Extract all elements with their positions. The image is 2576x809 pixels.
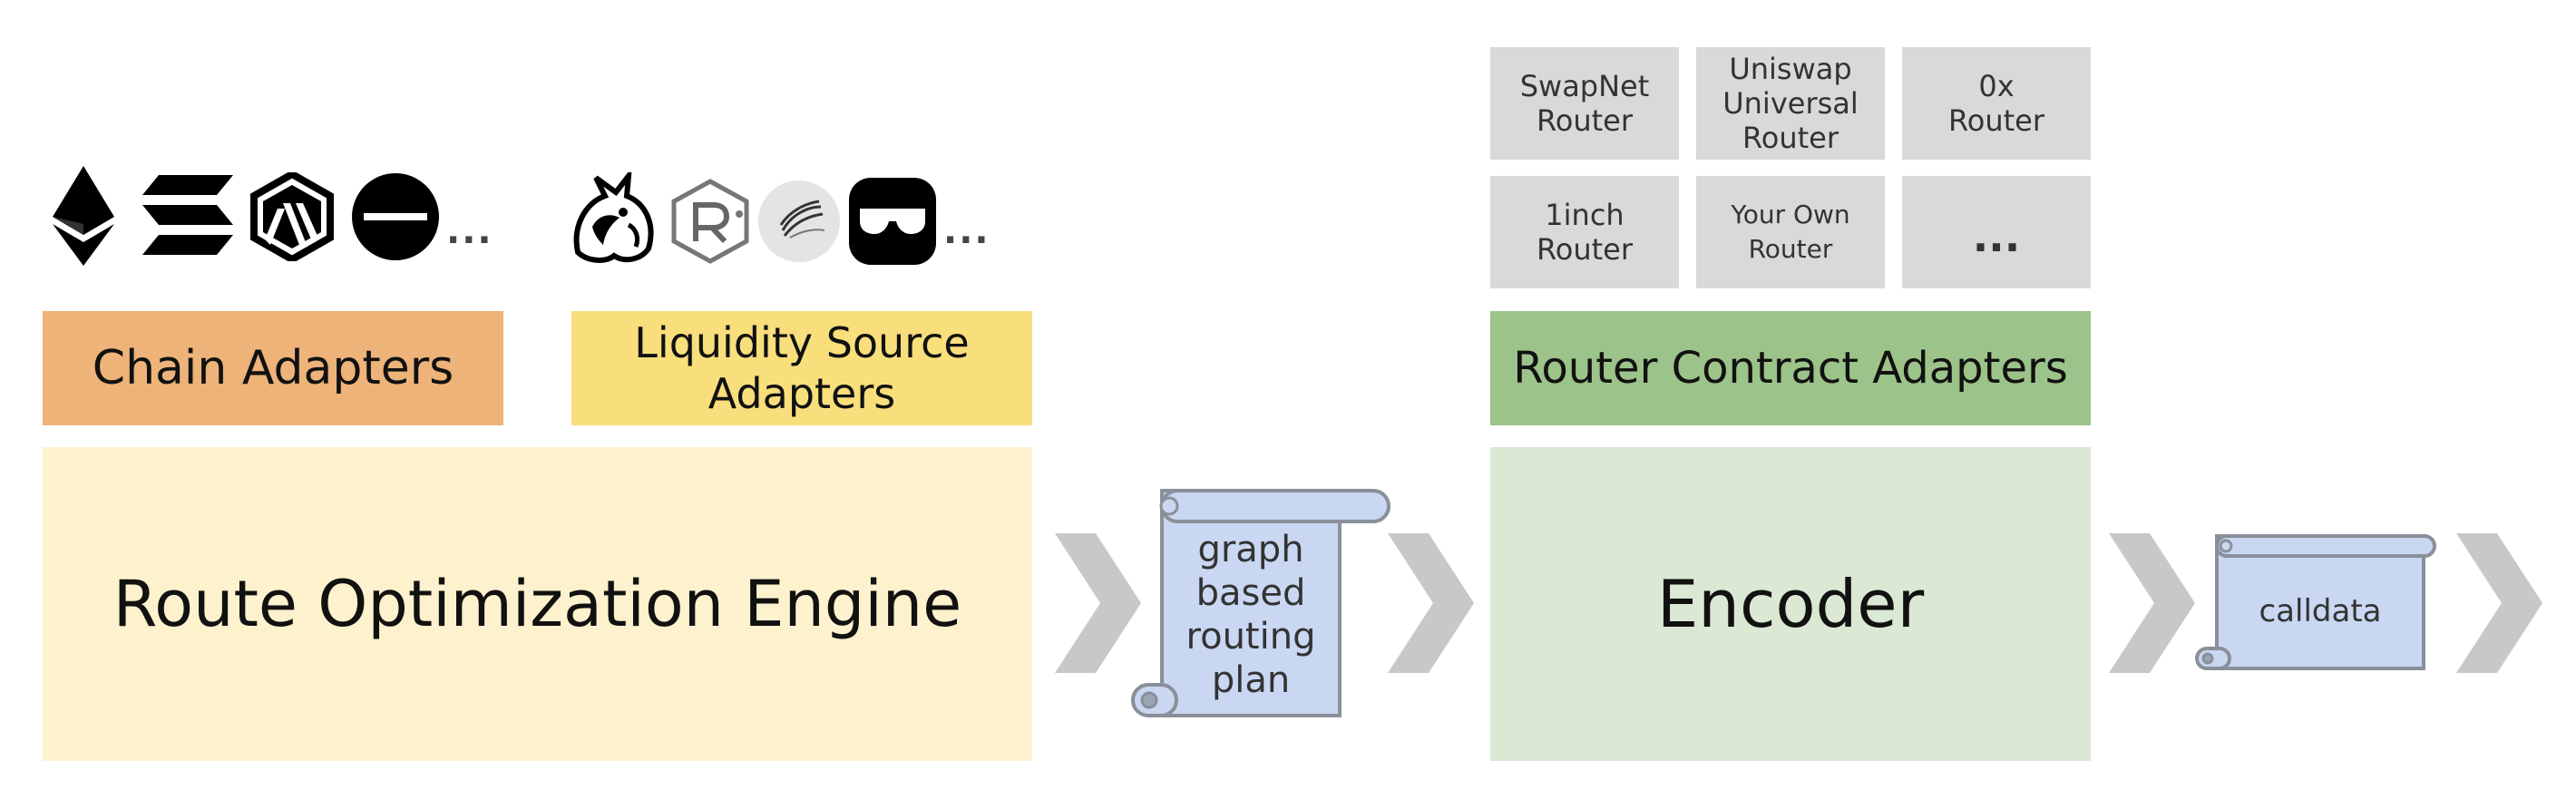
liquidity-more-ellipsis: ...	[943, 210, 990, 252]
router-your-own-line1: Your Own	[1731, 200, 1850, 229]
routing-plan-line4: plan	[1211, 658, 1291, 701]
routing-plan-line3: routing	[1186, 615, 1316, 658]
liquidity-source-adapters-box: Liquidity Source Adapters	[571, 311, 1032, 425]
router-1inch-line2: Router	[1536, 232, 1634, 267]
router-uniswap-line1: Uniswap	[1729, 52, 1852, 86]
router-more-ellipsis: ...	[1972, 212, 2021, 261]
router-uniswap-universal: Uniswap Universal Router	[1696, 47, 1885, 160]
router-uniswap-line3: Router	[1742, 121, 1839, 155]
routing-plan-scroll	[1131, 489, 1390, 717]
router-swapnet-line2: Router	[1536, 103, 1634, 138]
ethereum-icon	[53, 166, 114, 266]
arbitrum-icon	[250, 172, 334, 261]
calldata-text: calldata	[2217, 558, 2424, 665]
chevron-right-icon	[2109, 533, 2195, 673]
chevron-right-icon	[2456, 533, 2542, 673]
encoder-box: Encoder	[1490, 447, 2091, 761]
optimism-icon	[352, 173, 439, 260]
calldata-label: calldata	[2259, 593, 2382, 629]
chevron-right-icon	[1388, 533, 1474, 673]
router-0x: 0x Router	[1902, 47, 2091, 160]
raydium-icon	[671, 179, 749, 264]
encoder-label: Encoder	[1656, 566, 1925, 642]
calldata-scroll	[2195, 534, 2436, 670]
router-contract-adapters-box: Router Contract Adapters	[1490, 311, 2091, 425]
chain-adapters-label: Chain Adapters	[92, 341, 454, 395]
routing-plan-line1: graph	[1197, 528, 1304, 570]
router-0x-line2: Router	[1947, 103, 2045, 138]
router-more: ...	[1902, 176, 2091, 288]
chain-more-ellipsis: ...	[446, 210, 493, 252]
liquidity-adapters-label-line1: Liquidity Source	[634, 318, 970, 367]
curve-icon	[758, 180, 840, 262]
router-1inch-line1: 1inch	[1545, 198, 1625, 232]
router-your-own-line2: Router	[1748, 234, 1833, 264]
router-swapnet-line1: SwapNet	[1519, 69, 1650, 103]
routing-plan-line2: based	[1195, 571, 1306, 614]
route-optimization-engine-box: Route Optimization Engine	[43, 447, 1032, 761]
router-your-own: Your Own Router	[1696, 176, 1885, 288]
chain-adapters-box: Chain Adapters	[43, 311, 503, 425]
router-1inch: 1inch Router	[1490, 176, 1679, 288]
uniswap-icon	[573, 172, 654, 263]
engine-label: Route Optimization Engine	[112, 567, 962, 641]
chevron-right-icon	[1055, 533, 1141, 673]
router-0x-line1: 0x	[1978, 69, 2015, 103]
router-contract-adapters-label: Router Contract Adapters	[1513, 343, 2068, 394]
router-swapnet: SwapNet Router	[1490, 47, 1679, 160]
routing-plan-text: graph based routing plan	[1162, 521, 1340, 707]
solana-icon	[142, 175, 233, 255]
sushi-glasses-icon	[849, 178, 936, 265]
liquidity-adapters-label-line2: Adapters	[707, 369, 896, 418]
router-uniswap-line2: Universal	[1722, 86, 1859, 121]
